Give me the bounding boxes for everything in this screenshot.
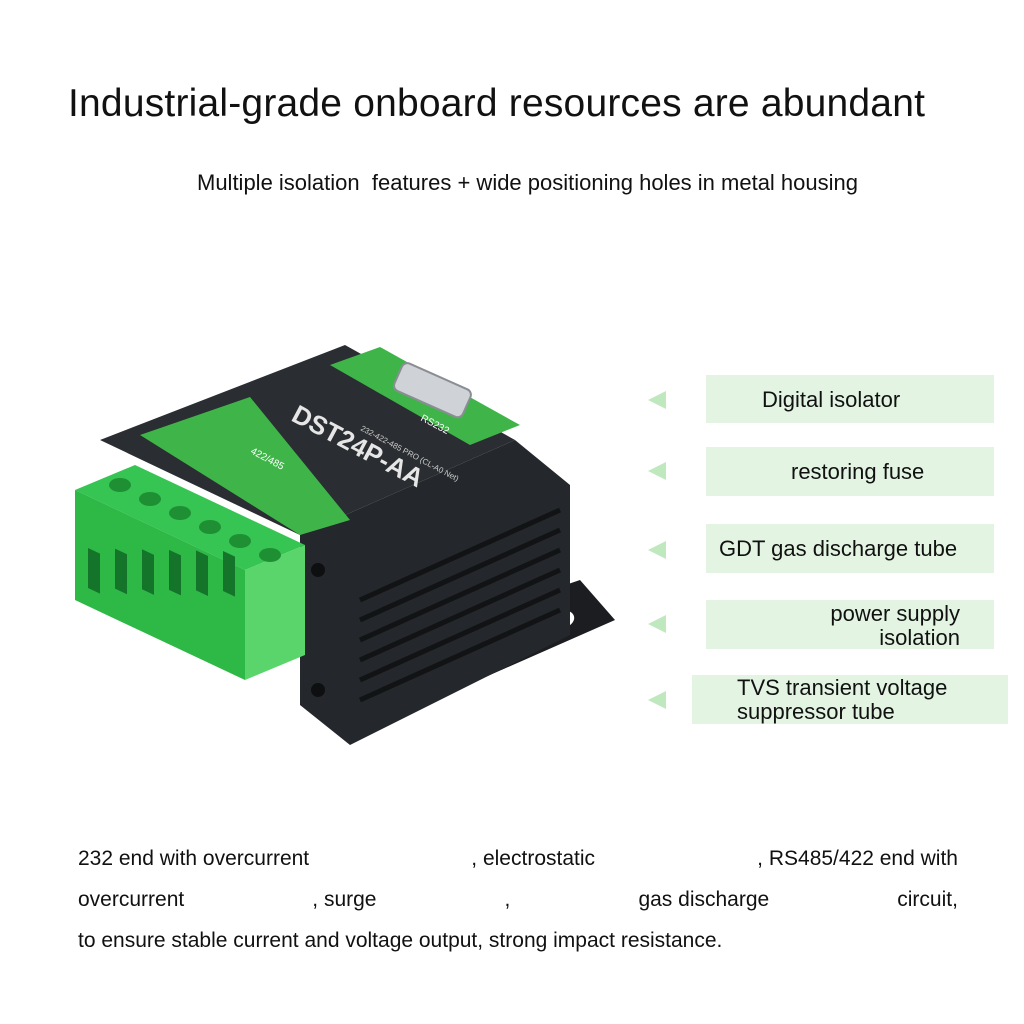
feature-arrow-1 [648,391,666,409]
feature-label: restoring fuse [791,459,925,484]
terminal-block-side [245,545,305,680]
description-fragment: to ensure stable current and voltage out… [78,929,723,952]
description-line-2: overcurrent , surge , gas discharge circ… [78,879,958,920]
feature-arrow-5 [648,691,666,709]
feature-arrow-3 [648,541,666,559]
product-image: DST24P-AA 232-422-485 PRO (CL-A0 Net) RS… [75,345,615,745]
feature-digital-isolator: Digital isolator [706,375,994,423]
description-fragment: circuit, [897,888,958,911]
feature-label: Digital isolator [762,387,901,412]
description-fragment: , electrostatic [471,847,596,870]
terminal-block-front [75,490,245,680]
description-fragment: , [504,888,511,911]
page-title: Industrial-grade onboard resources are a… [68,82,926,125]
terminal-slots [88,548,235,597]
feature-label: power supply isolation [830,601,960,650]
feature-label: TVS transient voltage suppressor tube [737,675,948,724]
feature-tvs-tube: TVS transient voltage suppressor tube [692,675,1008,724]
description: 232 end with overcurrent , electrostatic… [78,838,958,961]
db9-connector [393,362,472,419]
description-fragment: , RS485/422 end with [757,847,958,870]
feature-restoring-fuse: restoring fuse [706,447,994,496]
housing-screw-2 [311,683,325,697]
feature-label: GDT gas discharge tube [719,536,958,561]
description-line-1: 232 end with overcurrent , electrostatic… [78,838,958,879]
feature-gdt-tube: GDT gas discharge tube [706,524,994,573]
terminal-screws [109,478,281,562]
housing-front [300,440,570,745]
label-strip-side [140,397,350,535]
description-fragment: 232 end with overcurrent [78,847,310,870]
feature-arrow-2 [648,462,666,480]
housing-fins [358,507,562,703]
description-fragment: gas discharge [638,888,770,911]
page-subtitle: Multiple isolation features + wide posit… [197,170,858,195]
feature-power-isolation: power supply isolation [706,600,994,650]
description-fragment: overcurrent [78,888,185,911]
feature-arrow-4 [648,615,666,633]
description-fragment: , surge [312,888,377,911]
housing-screw-1 [311,563,325,577]
description-line-3: to ensure stable current and voltage out… [78,920,958,961]
